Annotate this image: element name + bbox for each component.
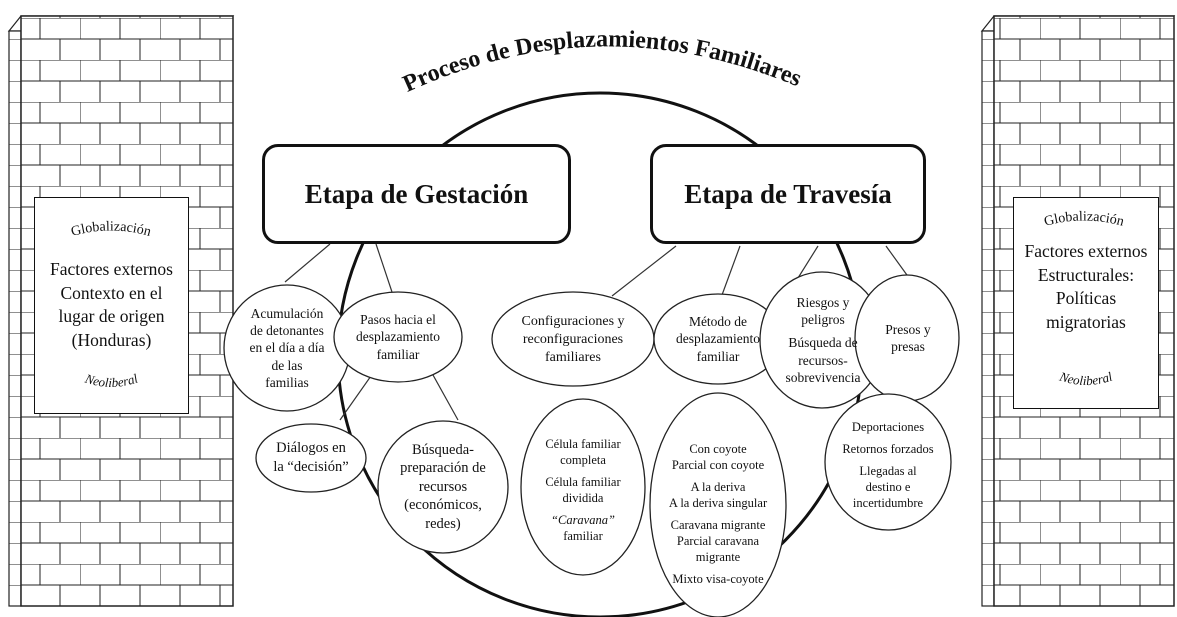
- left-panel-line: (Honduras): [71, 329, 152, 350]
- node-configuraciones: Configuraciones y reconfiguraciones fami…: [494, 296, 652, 384]
- left-factors-panel: [34, 197, 189, 414]
- left-panel-line: lugar de origen: [58, 306, 165, 327]
- node-text: Búsqueda-: [411, 441, 474, 458]
- node-text: en el día a día: [249, 340, 325, 356]
- node-text: Riesgos y: [796, 294, 850, 310]
- node-text: sobrevivencia: [785, 369, 861, 385]
- node-text: Pasos hacia el: [360, 312, 436, 328]
- node-con-coyote: Con coyote Parcial con coyote A la deriv…: [652, 414, 784, 614]
- node-text: A la deriva: [690, 480, 746, 494]
- stage-gestacion-label: Etapa de Gestación: [304, 178, 529, 209]
- right-panel-line: migratorias: [1046, 311, 1126, 332]
- node-text: Método de: [688, 314, 748, 330]
- node-text: Con coyote: [689, 442, 747, 456]
- node-text: migrante: [695, 550, 741, 564]
- node-text: recursos: [418, 478, 468, 495]
- node-dialogos-shape: [255, 423, 367, 493]
- left-panel-line: Contexto en el: [60, 282, 163, 303]
- node-busqueda: Búsqueda- preparación de recursos (econó…: [380, 424, 506, 550]
- node-text: dividida: [562, 491, 604, 505]
- node-text: Deportaciones: [851, 420, 925, 434]
- node-riesgos: Riesgos y peligros Búsqueda de recursos-…: [762, 274, 884, 406]
- node-text: familiares: [545, 349, 601, 365]
- node-text: “Caravana”: [551, 513, 615, 527]
- node-text: presas: [891, 339, 925, 354]
- node-text: familiar: [376, 346, 420, 362]
- right-panel-line: Estructurales:: [1037, 264, 1135, 285]
- node-pasos-shape: [333, 291, 463, 383]
- node-text: familiar: [563, 529, 603, 543]
- node-text: (económicos,: [404, 497, 482, 514]
- node-text: Búsqueda de: [788, 335, 858, 351]
- node-text: desplazamiento: [676, 331, 760, 347]
- node-text: Acumulación: [250, 305, 324, 321]
- node-text: incertidumbre: [852, 496, 924, 510]
- node-text: la “decisión”: [273, 459, 349, 475]
- node-text: preparación de: [400, 460, 486, 477]
- node-text: familias: [265, 374, 309, 390]
- stage-gestacion-box: Etapa de Gestación: [262, 144, 571, 244]
- node-acumulacion: Acumulación de detonantes en el día a dí…: [226, 287, 348, 409]
- node-text: Parcial con coyote: [671, 458, 765, 472]
- node-text: destino e: [865, 480, 911, 494]
- stage-travesia-box: Etapa de Travesía: [650, 144, 926, 244]
- right-panel-line: Factores externos: [1024, 241, 1148, 261]
- node-busqueda-shape: [377, 420, 509, 554]
- node-text: Diálogos en: [276, 440, 346, 457]
- node-text: Presos y: [885, 321, 931, 337]
- node-dialogos: Diálogos en la “decisión”: [258, 426, 364, 490]
- node-text: de las: [271, 357, 303, 373]
- node-text: recursos-: [798, 352, 848, 368]
- left-panel-line: Factores externos: [50, 259, 173, 279]
- node-text: Mixto visa-coyote: [672, 572, 764, 586]
- node-text: completa: [560, 453, 606, 467]
- node-text: Retornos forzados: [842, 442, 934, 456]
- node-text: peligros: [801, 312, 845, 328]
- node-text: Parcial caravana: [676, 534, 760, 548]
- node-text: Configuraciones y: [521, 314, 625, 330]
- diagram-title: Proceso de Desplazamientos Familiares: [399, 26, 805, 97]
- node-ellipses: [223, 271, 960, 617]
- node-deportaciones: Deportaciones Retornos forzados Llegadas…: [826, 400, 950, 530]
- node-text: familiar: [696, 348, 740, 364]
- node-celula-shape: [520, 398, 646, 576]
- node-text: Caravana migrante: [670, 518, 766, 532]
- right-panel-lines: Factores externos Estructurales: Polític…: [1013, 240, 1159, 335]
- node-text: Llegadas al: [859, 464, 917, 478]
- node-text: Célula familiar: [545, 475, 621, 489]
- node-text: A la deriva singular: [668, 496, 768, 510]
- node-text: redes): [425, 515, 461, 532]
- node-pasos: Pasos hacia el desplazamiento familiar: [336, 294, 460, 380]
- node-text: desplazamiento: [356, 329, 440, 345]
- left-panel-lines: Factores externos Contexto en el lugar d…: [34, 258, 189, 353]
- node-text: reconfiguraciones: [522, 332, 624, 348]
- stage-travesia-label: Etapa de Travesía: [684, 178, 892, 209]
- right-factors-panel: [1013, 197, 1159, 409]
- node-metodo: Método de desplazamiento familiar: [656, 296, 780, 382]
- node-deportaciones-shape: [824, 393, 952, 531]
- node-text: de detonantes: [250, 323, 324, 339]
- node-presos: Presos y presas: [856, 296, 960, 380]
- node-con-coyote-shape: [649, 392, 787, 617]
- node-celula: Célula familiar completa Célula familiar…: [523, 410, 643, 570]
- right-panel-line: Políticas: [1055, 288, 1117, 309]
- node-text: Célula familiar: [545, 437, 621, 451]
